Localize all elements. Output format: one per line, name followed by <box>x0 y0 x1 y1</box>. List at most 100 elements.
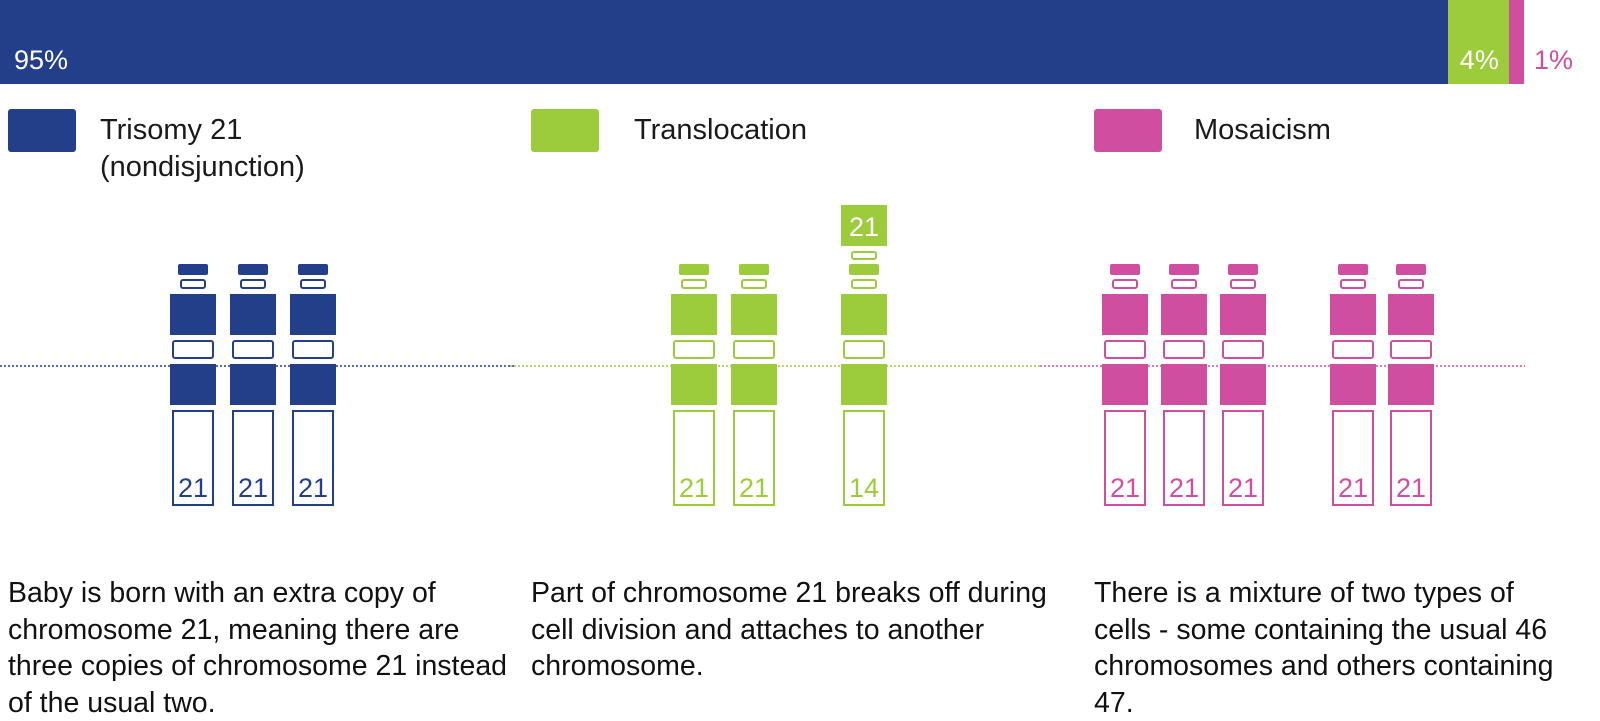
chromosome-translocation-2-long-arm <box>733 410 775 506</box>
legend-swatch-trisomy <box>8 109 76 152</box>
chromosome-trisomy-1-number-label: 21 <box>178 473 208 503</box>
legend-label-trisomy-line1: Trisomy 21 <box>100 114 243 146</box>
chromosome-mosaicism-2-cap <box>1169 264 1199 275</box>
bar-value-label-translocation: 4% <box>1459 45 1499 75</box>
attached-fragment-label: 21 <box>849 212 879 242</box>
legend-label-mosaicism: Mosaicism <box>1194 112 1331 149</box>
chromosome-translocation-2-centromere <box>733 340 775 359</box>
chromosome-mosaicism-1-long-arm <box>1104 410 1146 506</box>
description-mosaicism: There is a mixture of two types of cells… <box>1094 577 1554 719</box>
chromosome-mosaicism-3-number-label: 21 <box>1228 473 1258 503</box>
chromosome-translocation-1-band-small <box>681 279 707 289</box>
chromosome-translocation-1-long-arm <box>673 410 715 506</box>
chromosome-mosaicism-1-band-upper <box>1102 294 1148 335</box>
chromosome-translocation-1-centromere <box>673 340 715 359</box>
legend-swatch-mosaicism <box>1094 109 1162 152</box>
chromosome-translocation-1-band-lower <box>671 364 717 405</box>
chromosome-mosaicism-2-number-label: 21 <box>1169 473 1199 503</box>
chromosome-mosaicism-1-centromere <box>1104 340 1146 359</box>
chromosome-mosaicism-5-band-lower <box>1388 364 1434 405</box>
chromosome-trisomy-1-centromere <box>172 340 214 359</box>
chromosome-mosaicism-3-band-lower <box>1220 364 1266 405</box>
chromosome-translocation-3-cap <box>849 264 879 275</box>
chromosome-mosaicism-4-band-small <box>1340 279 1366 289</box>
chromosome-trisomy-2-band-small <box>240 279 266 289</box>
chromosome-mosaicism-1-number-label: 21 <box>1110 473 1140 503</box>
description-trisomy: Baby is born with an extra copy of chrom… <box>8 577 508 719</box>
chromosome-translocation-3-centromere <box>843 340 885 359</box>
chromosome-mosaicism-5-centromere <box>1390 340 1432 359</box>
chromosome-mosaicism-5-cap <box>1396 264 1426 275</box>
chromosome-trisomy-2-long-arm <box>232 410 274 506</box>
chromosome-translocation-1-number-label: 21 <box>679 473 709 503</box>
chromosome-mosaicism-4-long-arm <box>1332 410 1374 506</box>
legend-label-mosaicism-line1: Mosaicism <box>1194 114 1331 146</box>
legend-swatch-translocation <box>531 109 599 152</box>
chromosome-trisomy-2-centromere <box>232 340 274 359</box>
chromosome-translocation-2-band-lower <box>731 364 777 405</box>
legend-label-translocation-line1: Translocation <box>634 114 808 146</box>
attached-fragment-band <box>851 251 877 260</box>
chromosome-mosaicism-4-band-upper <box>1330 294 1376 335</box>
chromosome-mosaicism-5-long-arm <box>1390 410 1432 506</box>
chromosome-trisomy-3-band-upper <box>290 294 336 335</box>
chromosome-mosaicism-2-band-small <box>1171 279 1197 289</box>
chromosome-trisomy-3-long-arm <box>292 410 334 506</box>
chromosome-mosaicism-4-centromere <box>1332 340 1374 359</box>
bar-value-label-mosaicism: 1% <box>1534 45 1574 75</box>
bar-segment-mosaicism <box>1508 0 1524 84</box>
bar-segment-translocation <box>1447 0 1509 84</box>
chromosome-mosaicism-5-band-small <box>1398 279 1424 289</box>
chromosome-trisomy-1-cap <box>178 264 208 275</box>
chromosome-trisomy-1-band-lower <box>170 364 216 405</box>
chromosome-translocation-3-band-small <box>851 279 877 289</box>
chromosome-mosaicism-4-cap <box>1338 264 1368 275</box>
chromosome-mosaicism-2-centromere <box>1163 340 1205 359</box>
chromosome-translocation-2-band-small <box>741 279 767 289</box>
chromosome-trisomy-3-band-lower <box>290 364 336 405</box>
chromosome-mosaicism-2-band-upper <box>1161 294 1207 335</box>
chromosome-translocation-3-band-lower <box>841 364 887 405</box>
chromosome-translocation-3-band-upper <box>841 294 887 335</box>
chromosome-mosaicism-4-band-lower <box>1330 364 1376 405</box>
chromosome-mosaicism-3-centromere <box>1222 340 1264 359</box>
chromosome-translocation-3-long-arm <box>843 410 885 506</box>
chromosome-trisomy-1-band-upper <box>170 294 216 335</box>
chromosome-trisomy-1-band-small <box>180 279 206 289</box>
chromosome-translocation-1-cap <box>679 264 709 275</box>
chromosome-translocation-2-number-label: 21 <box>739 473 769 503</box>
chromosome-translocation-1-band-upper <box>671 294 717 335</box>
chromosome-trisomy-2-band-upper <box>230 294 276 335</box>
chromosome-translocation-3-number-label: 14 <box>849 473 879 503</box>
chromosome-mosaicism-1-band-lower <box>1102 364 1148 405</box>
bar-segment-trisomy <box>0 0 1448 84</box>
chromosome-mosaicism-4-number-label: 21 <box>1338 473 1368 503</box>
chromosome-mosaicism-1-band-small <box>1112 279 1138 289</box>
attached-fragment-block <box>841 205 887 246</box>
chromosome-trisomy-2-number-label: 21 <box>238 473 268 503</box>
chromosome-mosaicism-5-number-label: 21 <box>1396 473 1426 503</box>
chromosome-diagram: 21 21 21 21 21 14 21 21 21 21 21 21 <box>0 205 1525 506</box>
chromosome-mosaicism-5-band-upper <box>1388 294 1434 335</box>
chromosome-trisomy-3-cap <box>298 264 328 275</box>
chromosome-trisomy-3-band-small <box>300 279 326 289</box>
chromosome-mosaicism-3-long-arm <box>1222 410 1264 506</box>
bar-value-label-trisomy: 95% <box>14 45 69 75</box>
legend-label-translocation: Translocation <box>634 112 807 149</box>
chromosome-trisomy-2-band-lower <box>230 364 276 405</box>
description-translocation: Part of chromosome 21 breaks off during … <box>531 577 1047 682</box>
chromosome-trisomy-2-cap <box>238 264 268 275</box>
chromosome-mosaicism-3-band-small <box>1230 279 1256 289</box>
legend-label-trisomy: Trisomy 21 (nondisjunction) <box>100 112 305 186</box>
chromosome-mosaicism-2-band-lower <box>1161 364 1207 405</box>
chromosome-translocation-2-band-upper <box>731 294 777 335</box>
chromosome-trisomy-1-long-arm <box>172 410 214 506</box>
stacked-percentage-bar: 95% 4% 1% <box>0 0 1600 84</box>
chromosome-translocation-2-cap <box>739 264 769 275</box>
chromosome-mosaicism-3-cap <box>1228 264 1258 275</box>
chromosome-trisomy-3-number-label: 21 <box>298 473 328 503</box>
legend-label-trisomy-line2: (nondisjunction) <box>100 151 305 183</box>
chromosome-mosaicism-1-cap <box>1110 264 1140 275</box>
chromosome-mosaicism-3-band-upper <box>1220 294 1266 335</box>
chromosome-trisomy-3-centromere <box>292 340 334 359</box>
